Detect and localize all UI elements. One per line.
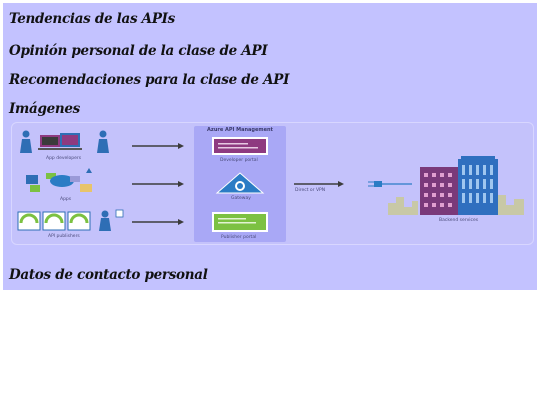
heading-recommendations: Recomendaciones para la clase de API [9,72,290,88]
api-publishers-icon [17,209,124,231]
publisher-portal-icon [212,212,268,232]
label-developer-portal: Developer portal [220,158,258,163]
api-management-diagram: Azure API Management [11,122,534,245]
arrow-icon [132,219,184,225]
heading-contact: Datos de contacto personal [9,267,208,283]
heading-images: Imágenes [9,101,80,117]
slide-panel: Tendencias de las APIs Opinión personal … [3,3,537,290]
developer-figure-icon [20,130,109,153]
apps-icon [26,168,92,192]
gateway-icon [215,172,265,194]
building-icon [388,156,524,215]
arrow-icon [132,181,184,187]
arrow-icon [294,181,344,187]
heading-opinion: Opinión personal de la clase de API [9,43,268,59]
building-windows [424,173,452,207]
building-windows [462,165,493,203]
developer-portal-icon [212,137,268,155]
diagram-graphics [17,130,524,232]
heading-trends: Tendencias de las APIs [9,11,175,27]
arrow-icon [132,143,184,149]
label-connector: Direct or VPN [295,188,326,193]
apim-title: Azure API Management [207,127,273,133]
label-gateway: Gateway [231,196,251,201]
plug-icon [368,181,412,187]
label-apps: Apps [60,197,72,202]
label-app-developers: App developers [46,156,82,161]
label-api-publishers: API publishers [48,234,80,239]
label-publisher-portal: Publisher portal [221,235,257,240]
label-backend-services: Backend services [439,218,479,223]
